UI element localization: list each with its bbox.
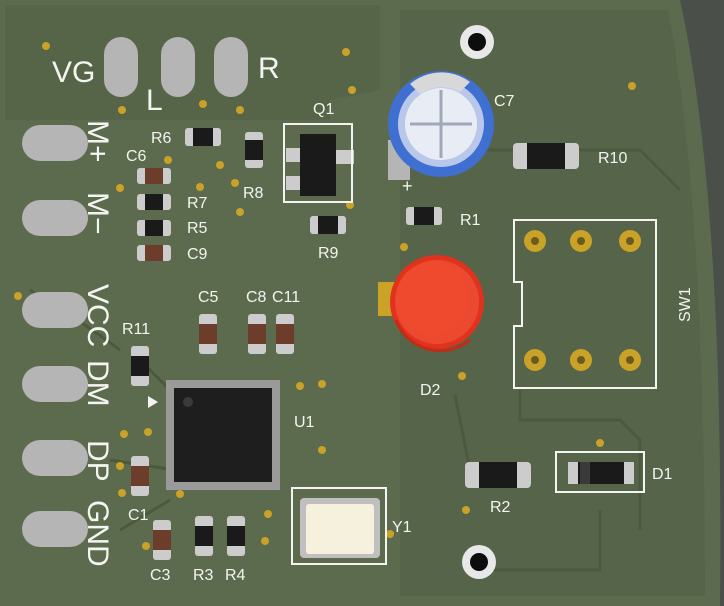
label-m-plus: M+ bbox=[81, 120, 114, 163]
ref-c7: C7 bbox=[494, 93, 515, 110]
ref-c3: C3 bbox=[150, 567, 171, 584]
ref-r10: R10 bbox=[598, 150, 627, 167]
ref-d1: D1 bbox=[652, 466, 673, 483]
ref-u1: U1 bbox=[294, 414, 315, 431]
label-vcc: VCC bbox=[81, 284, 114, 347]
ref-c11: C11 bbox=[272, 289, 300, 306]
label-gnd: GND bbox=[81, 500, 114, 567]
ref-c5: C5 bbox=[198, 289, 219, 306]
left-pads bbox=[22, 125, 88, 547]
ref-q1: Q1 bbox=[313, 101, 334, 118]
led-d2 bbox=[378, 255, 484, 353]
ref-r9: R9 bbox=[318, 245, 339, 262]
label-vg: VG bbox=[52, 56, 95, 89]
ref-r7: R7 bbox=[187, 195, 208, 212]
capacitor-c7 bbox=[388, 71, 494, 180]
label-m-minus: M− bbox=[81, 192, 114, 235]
ref-r11: R11 bbox=[122, 321, 150, 338]
switch-sw1 bbox=[513, 219, 657, 389]
ref-c1: C1 bbox=[128, 507, 149, 524]
ref-plus: + bbox=[402, 176, 413, 196]
label-l: L bbox=[146, 84, 163, 117]
smd-parts bbox=[131, 128, 579, 560]
ref-r8: R8 bbox=[243, 185, 264, 202]
ref-r5: R5 bbox=[187, 220, 208, 237]
ref-r3: R3 bbox=[193, 567, 214, 584]
ref-r1: R1 bbox=[460, 212, 481, 229]
ref-r4: R4 bbox=[225, 567, 246, 584]
label-dm: DM bbox=[81, 360, 114, 407]
ref-c6: C6 bbox=[126, 148, 147, 165]
top-pads bbox=[104, 37, 248, 97]
label-r: R bbox=[258, 52, 280, 85]
crystal-y1 bbox=[291, 487, 387, 565]
ref-sw1: SW1 bbox=[677, 287, 694, 322]
ref-c8: C8 bbox=[246, 289, 267, 306]
ref-c9: C9 bbox=[187, 246, 208, 263]
ref-y1: Y1 bbox=[392, 519, 412, 536]
ref-r2: R2 bbox=[490, 499, 511, 516]
label-dp: DP bbox=[81, 440, 114, 482]
diode-d1 bbox=[555, 451, 645, 493]
mounting-hole-top bbox=[460, 25, 494, 59]
ic-u1 bbox=[148, 380, 280, 490]
ref-r6: R6 bbox=[151, 130, 172, 147]
transistor-q1 bbox=[283, 123, 354, 203]
ref-d2: D2 bbox=[420, 382, 441, 399]
mounting-hole-bottom bbox=[462, 545, 496, 579]
